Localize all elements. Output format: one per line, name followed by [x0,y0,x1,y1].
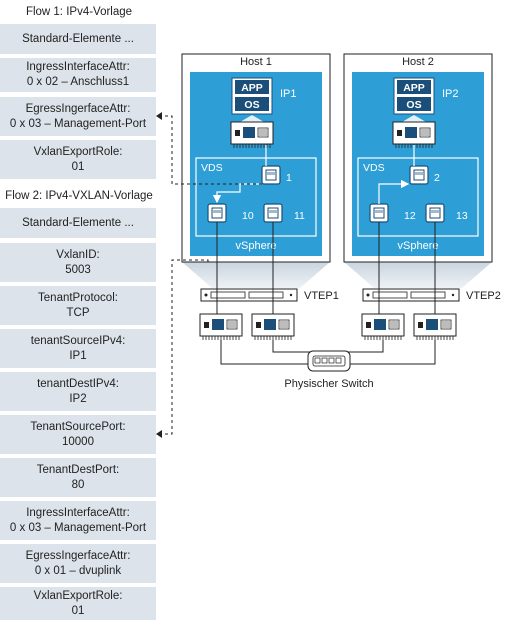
host1-port-11-icon [263,203,283,223]
flow2-field-exportrole: VxlanExportRole:01 [0,587,156,620]
physical-switch-icon [307,350,351,372]
flow2-field-vxlanid: VxlanID:5003 [0,243,156,282]
flow2-connector [162,259,209,435]
host2-port-12-label: 12 [404,210,416,222]
host2-port-2-label: 2 [434,172,440,184]
host1-pnic-b-icon [251,313,295,341]
host2-os-label: OS [406,99,421,111]
host1-vds-label: VDS [201,162,223,174]
host1-port-1-icon [261,165,281,185]
host1-os-label: OS [244,99,259,111]
host2-vsphere-label: vSphere [398,240,439,252]
vtep1-label: VTEP1 [304,290,339,302]
switch-cabling [220,340,436,365]
host1-port-10-label: 10 [242,210,254,222]
vtep2-label: VTEP2 [466,290,501,302]
host1-vsphere-label: vSphere [236,240,277,252]
host1-port-10-icon [207,203,227,223]
flow1-field-ingress: IngressInterfaceAttr:0 x 02 – Anschluss1 [0,58,156,92]
host1-ip-label: IP1 [280,88,297,100]
flow2-field-standard: Standard-Elemente ... [0,208,156,238]
flow2-field-destport: TenantDestPort:80 [0,458,156,497]
flow1-title: Flow 1: IPv4-Vorlage [25,6,133,18]
host1-pnic-a-icon [199,313,243,341]
host2-port-13-label: 13 [456,210,468,222]
host1: Host 1 APP OS IP1 VDS 1 10 11 vSphere [181,53,331,263]
flow2-title: Flow 2: IPv4-VXLAN-Vorlage [5,190,153,202]
flow2-field-ingress: IngressInterfaceAttr:0 x 03 – Management… [0,501,156,540]
host2-vm-nic-icon [392,121,436,149]
host2-port-2-icon [409,165,429,185]
host1-port-11-label: 11 [294,210,305,222]
flow2-connector-arrowhead [156,430,162,438]
host1-vm-nic-icon [230,121,274,149]
host2: Host 2 APP OS IP2 VDS 2 12 13 vSphere [343,53,493,263]
host1-app-label: APP [241,82,263,94]
flow1-connector-arrowhead [156,112,162,120]
host2-ip-label: IP2 [442,88,459,100]
flow1-field-egress: EgressIngerfaceAttr:0 x 03 – Management-… [0,97,156,136]
host2-pnic-a-icon [361,313,405,341]
vtep1-server-icon [200,288,298,302]
host2-vds-label: VDS [363,162,385,174]
host1-beam [182,262,330,288]
host2-title: Host 2 [402,56,434,68]
flow2-field-sourceipv4: tenantSourceIPv4:IP1 [0,329,156,368]
host2-beam [344,262,492,288]
physical-switch-label: Physischer Switch [284,378,373,390]
host1-port-1-label: 1 [286,172,292,184]
vtep2-server-icon [362,288,460,302]
host2-app-label: APP [403,82,425,94]
flow2-field-destipv4: tenantDestIPv4:IP2 [0,372,156,411]
host2-pnic-b-icon [413,313,457,341]
flow2-field-sourceport: TenantSourcePort:10000 [0,415,156,454]
flow1-connector [162,115,262,185]
flow1-field-standard: Standard-Elemente ... [0,24,156,54]
flow1-field-exportrole: VxlanExportRole:01 [0,140,156,179]
flow2-field-protocol: TenantProtocol:TCP [0,286,156,325]
host1-title: Host 1 [240,56,272,68]
flow2-field-egress: EgressIngerfaceAttr:0 x 01 – dvuplink [0,544,156,583]
host2-port-12-icon [369,203,389,223]
host2-port-13-icon [425,203,445,223]
